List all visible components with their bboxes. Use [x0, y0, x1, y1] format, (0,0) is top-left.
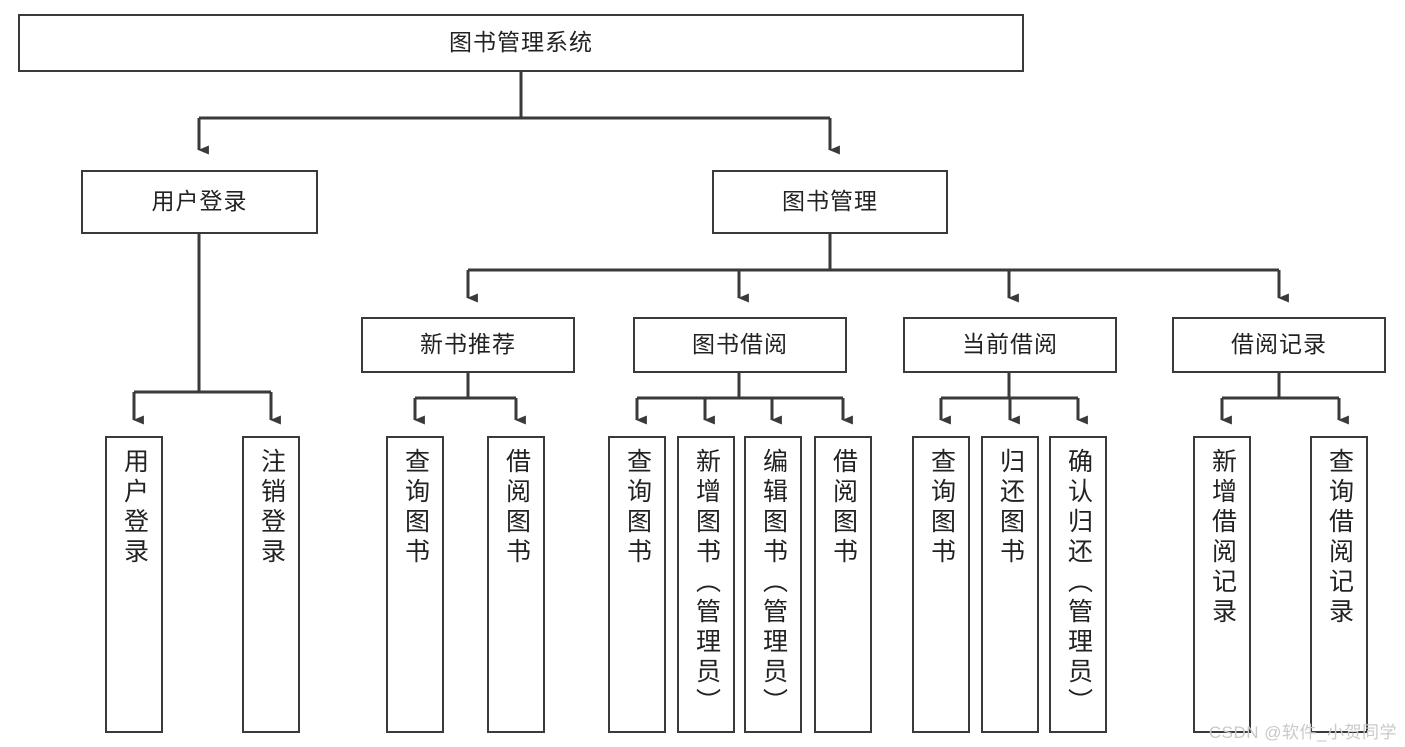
node-label: 新书推荐	[420, 331, 516, 358]
node-label: 用户登录	[120, 448, 149, 568]
node-label: 图书借阅	[692, 331, 788, 358]
node-book-management[interactable]: 图书管理	[712, 170, 948, 234]
node-label: 借阅图书	[502, 448, 531, 568]
node-label: 图书管理系统	[449, 29, 593, 56]
leaf-query-borrow-record[interactable]: 查询借阅记录	[1310, 436, 1368, 733]
node-current-borrow[interactable]: 当前借阅	[903, 317, 1117, 373]
node-label: 借阅图书	[829, 448, 858, 568]
node-label: 注销登录	[257, 448, 286, 568]
leaf-logout[interactable]: 注销登录	[242, 436, 300, 733]
node-book-management-system[interactable]: 图书管理系统	[18, 14, 1024, 72]
leaf-borrow-book-newbook[interactable]: 借阅图书	[487, 436, 545, 733]
node-label: 新增图书（管理员）	[692, 448, 721, 718]
csdn-watermark: CSDN @软件_小贺同学	[1208, 723, 1397, 742]
leaf-add-book-admin[interactable]: 新增图书（管理员）	[677, 436, 735, 733]
node-label: 确认归还（管理员）	[1064, 448, 1093, 718]
node-label: 图书管理	[782, 188, 878, 215]
leaf-edit-book-admin[interactable]: 编辑图书（管理员）	[744, 436, 802, 733]
node-borrow-record[interactable]: 借阅记录	[1172, 317, 1386, 373]
node-label: 用户登录	[151, 188, 248, 215]
node-label: 新增借阅记录	[1208, 448, 1237, 628]
node-label: 查询图书	[927, 448, 956, 568]
node-new-book-recommend[interactable]: 新书推荐	[361, 317, 575, 373]
node-label: 查询图书	[401, 448, 430, 568]
leaf-confirm-return-admin[interactable]: 确认归还（管理员）	[1049, 436, 1107, 733]
node-label: 归还图书	[996, 448, 1025, 568]
node-user-login[interactable]: 用户登录	[81, 170, 318, 234]
node-label: 查询借阅记录	[1325, 448, 1354, 628]
leaf-query-book-borrow[interactable]: 查询图书	[608, 436, 666, 733]
leaf-query-book-newbook[interactable]: 查询图书	[386, 436, 444, 733]
node-label: 当前借阅	[962, 331, 1058, 358]
node-label: 查询图书	[623, 448, 652, 568]
leaf-query-book-current[interactable]: 查询图书	[912, 436, 970, 733]
leaf-user-login[interactable]: 用户登录	[105, 436, 163, 733]
leaf-add-borrow-record[interactable]: 新增借阅记录	[1193, 436, 1251, 733]
leaf-return-book[interactable]: 归还图书	[981, 436, 1039, 733]
leaf-borrow-book[interactable]: 借阅图书	[814, 436, 872, 733]
node-label: 编辑图书（管理员）	[759, 448, 788, 718]
node-book-borrow[interactable]: 图书借阅	[633, 317, 847, 373]
node-label: 借阅记录	[1231, 331, 1327, 358]
